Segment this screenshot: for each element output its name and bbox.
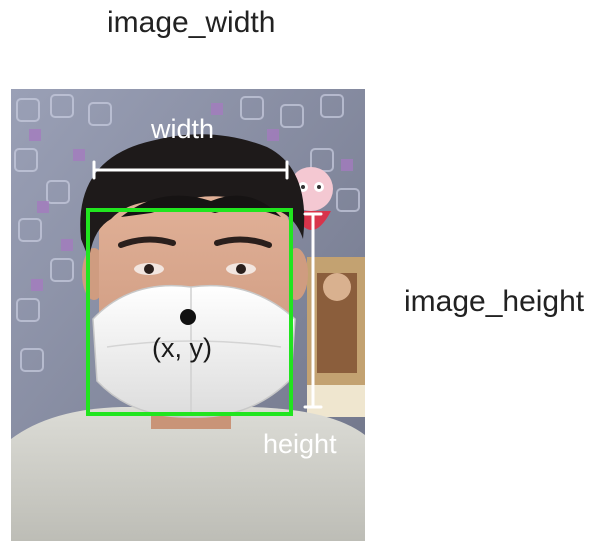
- center-coordinates-label: (x, y): [152, 333, 212, 363]
- face-bounding-box: [86, 208, 293, 416]
- left-eyebrow: [118, 236, 176, 248]
- left-pupil: [144, 264, 154, 274]
- photo-illustration: [11, 89, 365, 541]
- shelf: [307, 385, 365, 417]
- height-label: height: [263, 429, 337, 459]
- height-measure-line: [303, 212, 323, 409]
- wallpaper-accents: [29, 103, 353, 291]
- image-height-label: image_height: [404, 285, 585, 318]
- image-width-label: image_width: [107, 6, 276, 39]
- face-photo: width height (x, y): [11, 89, 365, 541]
- width-label: width: [151, 114, 215, 144]
- center-point-dot: [180, 309, 196, 325]
- mask-fold: [106, 340, 282, 348]
- hair: [80, 134, 305, 259]
- right-eyebrow: [214, 236, 272, 248]
- wallpaper-pattern: [14, 94, 360, 372]
- shirt: [11, 407, 365, 541]
- right-pupil: [236, 264, 246, 274]
- width-measure-line: [92, 160, 289, 180]
- poster-head: [323, 273, 351, 301]
- fringe: [121, 195, 281, 217]
